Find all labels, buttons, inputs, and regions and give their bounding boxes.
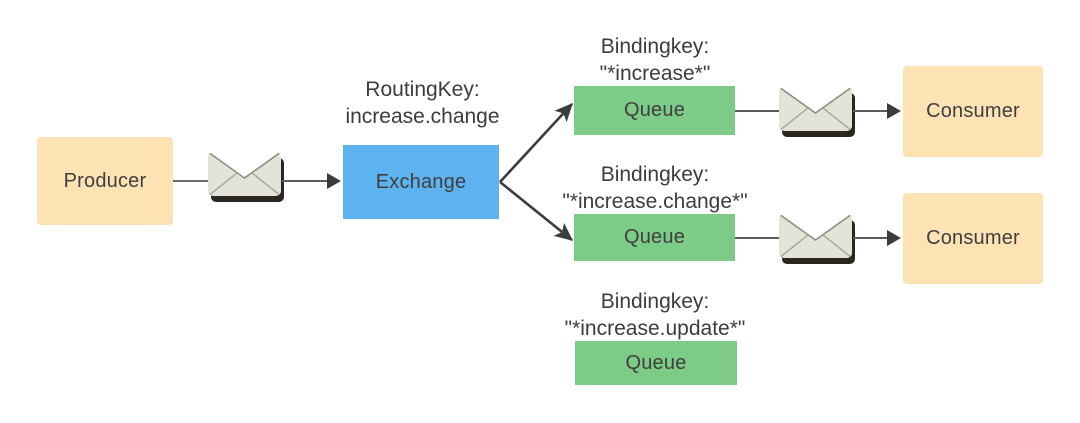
label-binding-key-1: Bindingkey: "*increase*"	[580, 33, 730, 87]
envelope-icon-queue1-message	[779, 87, 855, 137]
node-consumer-1[interactable]: Consumer	[903, 66, 1043, 157]
binding-key-3-line2: "*increase.update*"	[564, 317, 746, 340]
node-exchange[interactable]: Exchange	[343, 145, 499, 219]
node-consumer-1-label: Consumer	[926, 100, 1020, 122]
arrowhead-to-consumer2	[887, 230, 901, 246]
arrowhead-to-consumer1	[887, 103, 901, 119]
node-consumer-2[interactable]: Consumer	[903, 193, 1043, 284]
envelope-body	[779, 214, 852, 258]
envelope-icon-queue2-message	[779, 214, 855, 264]
label-binding-key-2: Bindingkey: "*increase.change*"	[560, 161, 750, 215]
binding-key-2-line2: "*increase.change*"	[562, 190, 748, 213]
binding-key-1-line1: Bindingkey:	[600, 35, 710, 58]
routing-key-line1: RoutingKey:	[365, 78, 480, 101]
binding-key-3-line1: Bindingkey:	[600, 290, 710, 313]
connector-producer-to-envelope1	[173, 180, 211, 182]
routing-key-line2: increase.change	[345, 105, 500, 128]
node-queue-3-label: Queue	[625, 351, 687, 374]
envelope-flap-icon	[208, 152, 281, 196]
label-binding-key-3: Bindingkey: "*increase.update*"	[560, 288, 750, 342]
node-producer[interactable]: Producer	[37, 137, 173, 225]
envelope-flap-icon	[779, 214, 852, 258]
envelope-icon-producer-message	[208, 152, 284, 202]
connector-queue1-to-envelope2	[735, 110, 781, 112]
node-exchange-label: Exchange	[375, 170, 467, 193]
connector-envelope1-to-exchange	[282, 180, 327, 182]
node-producer-label: Producer	[63, 169, 147, 192]
node-consumer-2-label: Consumer	[926, 227, 1020, 249]
label-routing-key: RoutingKey: increase.change	[330, 76, 515, 130]
binding-key-2-line1: Bindingkey:	[600, 163, 710, 186]
envelope-body	[208, 152, 281, 196]
node-queue-3[interactable]: Queue	[575, 341, 737, 385]
node-queue-1-label: Queue	[623, 99, 686, 121]
node-queue-2[interactable]: Queue	[574, 214, 735, 261]
envelope-body	[779, 87, 852, 131]
connector-envelope3-to-consumer2	[853, 237, 887, 239]
envelope-flap-icon	[779, 87, 852, 131]
node-queue-2-label: Queue	[623, 226, 686, 248]
binding-key-1-line2: "*increase*"	[599, 62, 711, 85]
node-queue-1[interactable]: Queue	[574, 86, 735, 135]
connector-envelope2-to-consumer1	[853, 110, 887, 112]
connector-queue2-to-envelope3	[735, 237, 781, 239]
arrowhead-to-exchange	[327, 173, 341, 189]
